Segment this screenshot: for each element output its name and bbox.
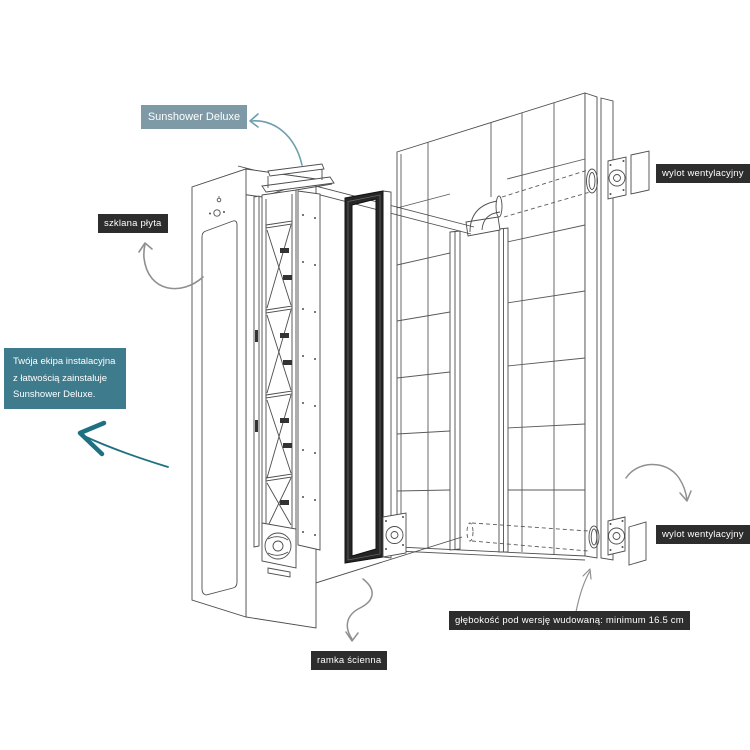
vent-fan-housing-top <box>607 156 627 200</box>
chassis-drawing <box>253 163 335 578</box>
vent-fan-housing-bottom <box>607 516 626 556</box>
vent-duct-top-drawing <box>465 150 650 237</box>
arrow-from-depth-note-icon <box>575 568 592 613</box>
installer-callout-line: Sunshower Deluxe. <box>13 389 96 400</box>
glass-plate-drawing <box>201 220 238 596</box>
product-badge: Sunshower Deluxe <box>141 105 247 129</box>
cabinet-control-dial <box>209 209 225 217</box>
wall-frame-drawing <box>344 190 392 564</box>
installer-callout: Twója ekipa instalacyjna z łatwością zai… <box>4 348 126 409</box>
curved-arrow-to-product-badge-icon <box>249 113 303 166</box>
curved-arrow-to-glass-plate-icon <box>138 242 204 290</box>
glass-plate-label: szklana płyta <box>98 214 168 233</box>
vent-duct-bottom-drawing <box>466 516 647 566</box>
vent-top-label: wylot wentylacyjny <box>656 164 750 183</box>
depth-note-label: głębokość pod wersję wudowaną: minimum 1… <box>449 611 690 630</box>
installer-callout-line: z łatwością zainstaluje <box>13 372 107 384</box>
annotation-arrows <box>77 113 692 642</box>
installer-callout-line: Twója ekipa instalacyjna <box>13 356 116 367</box>
s-curve-arrow-to-wall-frame-icon <box>345 578 373 642</box>
curved-arrow-to-vent-bottom-icon <box>625 463 692 502</box>
cabinet-logo-icon <box>216 196 222 203</box>
wall-niche <box>449 227 509 553</box>
chassis-fan <box>261 522 297 578</box>
wall-frame-label: ramka ścienna <box>311 651 388 670</box>
tiled-wall-drawing <box>396 92 614 561</box>
vent-cover-plate-bottom <box>628 521 647 566</box>
vent-cover-plate-top <box>630 150 650 195</box>
installer-arrow-icon <box>77 420 169 468</box>
wall-fan-plate <box>382 512 407 558</box>
vent-bottom-label: wylot wentylacyjny <box>656 525 750 544</box>
